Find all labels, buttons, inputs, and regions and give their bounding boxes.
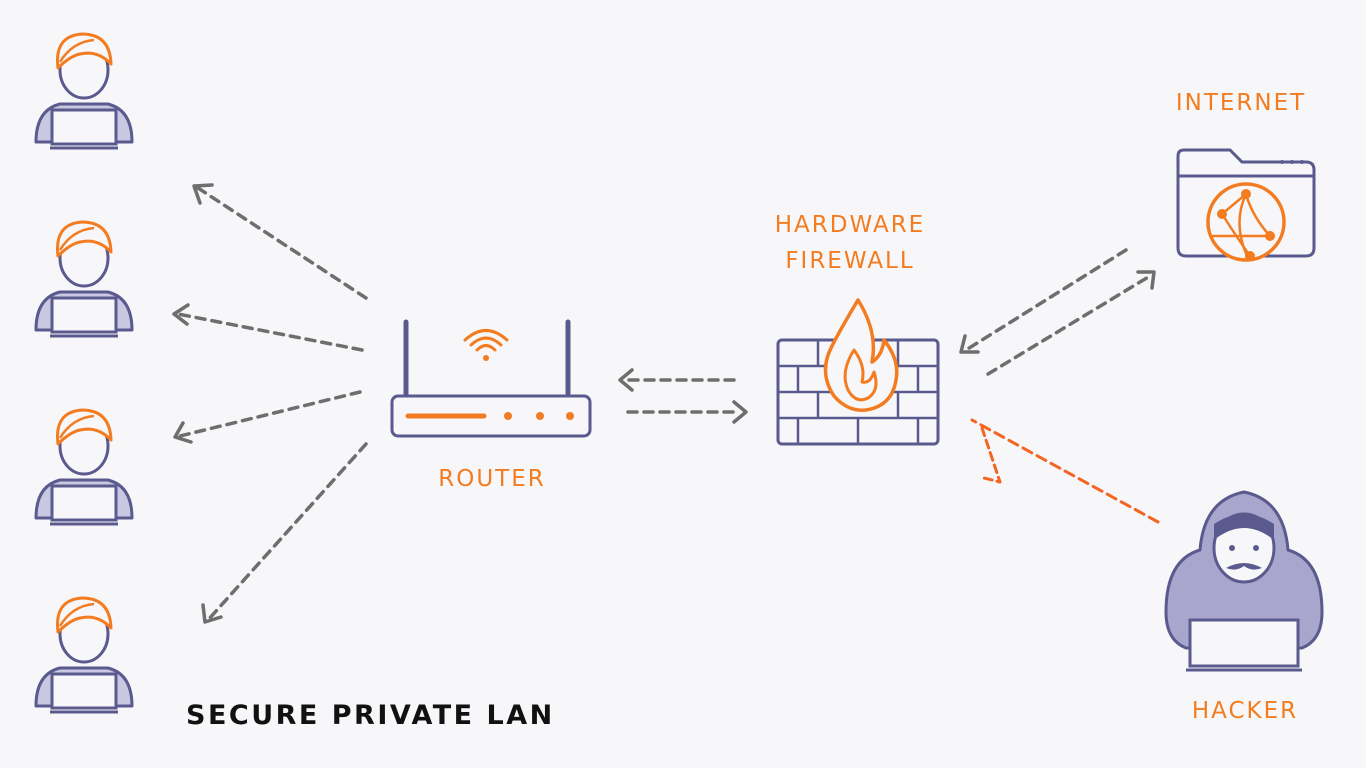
router-firewall-arrows (624, 378, 742, 414)
arrowhead (201, 603, 223, 624)
user-laptop-icon (34, 408, 134, 526)
firewall-label-line1: HARDWARE (774, 212, 926, 238)
hacker-label: HACKER (1191, 698, 1299, 724)
firewall-internet-arrows (964, 248, 1152, 376)
arrowhead (192, 183, 214, 205)
attack-arrow (970, 418, 1160, 524)
user-laptop-icon (34, 220, 134, 338)
router-label: ROUTER (438, 466, 546, 492)
arrowhead (1136, 270, 1156, 290)
arrowhead (172, 303, 190, 326)
hacker-icon (1164, 490, 1324, 672)
lan-arrows (176, 186, 368, 622)
wifi-router-icon (390, 319, 592, 438)
user-laptop-icon (34, 32, 134, 150)
arrowhead (618, 368, 634, 392)
internet-label: INTERNET (1175, 90, 1307, 116)
arrowhead (959, 334, 980, 354)
user-laptop-icon (34, 596, 134, 714)
firewall-icon (776, 298, 940, 446)
arrowhead (173, 421, 193, 444)
arrowhead (732, 400, 748, 424)
lan-caption: SECURE PRIVATE LAN (186, 700, 555, 731)
firewall-label-line2: FIREWALL (785, 248, 915, 274)
globe-browser-icon (1176, 148, 1316, 262)
